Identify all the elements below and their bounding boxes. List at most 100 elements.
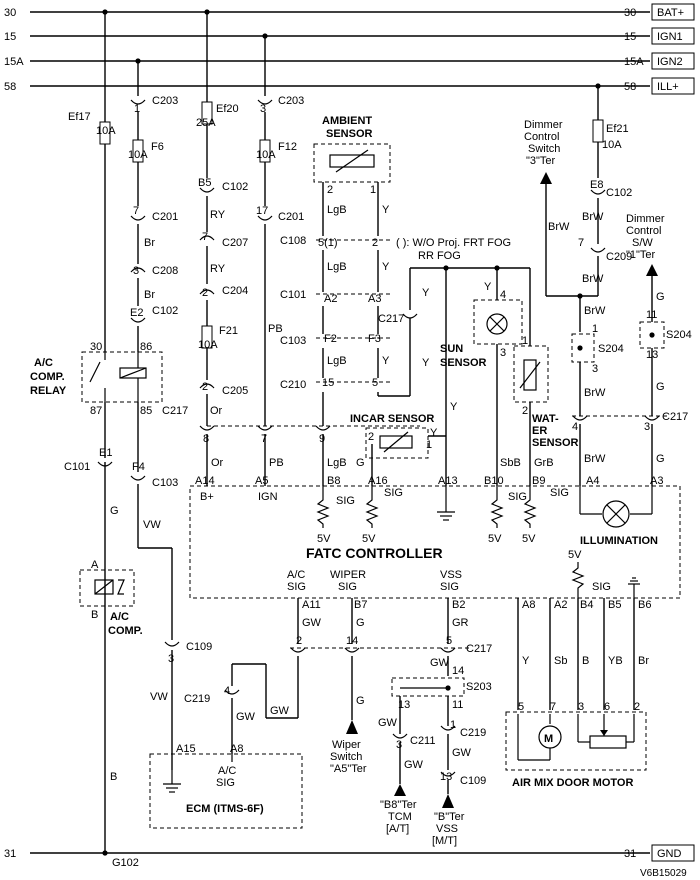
label-connectors-c209: C209 [606,251,632,263]
label-fatc_pins-ecm_ac1: A/C [218,765,236,777]
label-components-dim1_4: "1"Ter [626,249,656,261]
label-connectors-c204: C204 [222,285,248,297]
label-connectors-c219b: C219 [460,727,486,739]
label-fatc_pins-sig4: SIG [550,487,569,499]
label-pins-p13: 13 [398,699,410,711]
label-connectors-c102c: C102 [606,187,632,199]
label-connectors-g102: G102 [112,857,139,869]
label-pins-a16: A16 [368,475,388,487]
label-wire_colors-my: Y [522,655,530,667]
label-wire_colors-lgb4: LgB [327,457,347,469]
label-connectors-c103b: C103 [152,477,178,489]
label-connectors-c203a: C203 [152,95,178,107]
rail-15: 15 15 IGN1 [4,27,695,45]
label-components-ecm: ECM (ITMS-6F) [186,803,264,815]
circuit-ef20: Ef20 25A B5 C102 RY 7 C207 RY 2 C204 F21… [196,12,248,426]
ac-compressor: A B A/C COMP. [79,559,143,637]
label-fatc_pins-bplus: B+ [200,491,214,503]
label-fatc_pins-wiper2: SIG [338,581,357,593]
label-components-tcm2: TCM [388,811,412,823]
label-wire_colors-y_amb: Y [382,204,390,216]
splice-s203: 14 S203 13 11 GW 3 C211 GW "B8"Ter TCM [… [378,665,492,847]
label-pins-b7: B7 [354,599,367,611]
label-pins-p8: 8 [203,433,209,445]
svg-text:M: M [544,733,553,745]
label-wire_colors-or2: Or [211,457,224,469]
label-fatc_pins-vss2: SIG [440,581,459,593]
label-fuses-f21-name: F21 [219,325,238,337]
label-connectors-c217: C217 [162,405,188,417]
label-fuses-f21-amp: 10A [198,339,218,351]
label-pins-p15: 15 [322,377,334,389]
label-wire_colors-gr: GR [452,617,469,629]
label-wire_colors-vw2: VW [150,691,168,703]
label-components-code: V6B15029 [640,868,687,879]
label-fatc_pins-sig2: SIG [384,487,403,499]
label-pins-p1b: 1 [450,719,456,731]
label-fuses-f12-name: F12 [278,141,297,153]
label-rails-r31-tag: GND [657,848,682,860]
label-connectors-c103a: C103 [280,335,306,347]
label-components-fatc: FATC CONTROLLER [306,545,443,561]
label-rails-r31-left: 31 [4,848,16,860]
label-pins-p3: 3 [133,265,139,277]
ecm-itms-6f: A/C SIG ECM (ITMS-6F) [149,753,303,829]
connector-c217-upper: C217 8 7 9 Or PB LgB [162,405,420,486]
label-pins-a8b: A8 [230,743,243,755]
label-connectors-c109b: C109 [460,775,486,787]
label-connectors-c211: C211 [410,735,435,747]
label-wire_colors-gw1: GW [302,617,322,629]
label-pins-pb: B [91,609,98,621]
label-pins-f4: F4 [132,461,145,473]
label-rails-r58-left: 58 [4,81,16,93]
label-components-ambient2: SENSOR [326,128,373,140]
label-fatc_pins-v5c: 5V [488,533,502,545]
label-pins-b4: B4 [580,599,593,611]
label-components-sun1: SUN [440,343,463,355]
circuit-f12: 3 C203 10A F12 17 C201 PB [256,36,304,426]
label-pins-ins1: 1 [426,439,432,451]
label-connectors-c205: C205 [222,385,248,397]
label-wire_colors-mbr: Br [638,655,649,667]
label-connectors-c109a: C109 [186,641,212,653]
label-rails-r15-tag: IGN1 [657,31,683,43]
label-pins-c14: 14 [346,635,358,647]
label-pins-m7: 7 [550,701,556,713]
label-pins-b6: B6 [638,599,651,611]
label-wire_colors-yc217: Y [422,287,430,299]
label-components-wat1: WAT- [532,413,559,425]
label-pins-ins2: 2 [368,431,374,443]
label-pins-p7b: 7 [202,231,208,243]
label-wire_colors-yins: Y [430,427,438,439]
label-pins-wat1: 1 [522,335,528,347]
label-pins-amb2: 2 [327,184,333,196]
water-sensor: 1 2 WAT- ER SENSOR GrB [513,268,579,486]
label-wire_colors-or1: Or [210,405,223,417]
label-wire_colors-g4: G [656,453,665,465]
label-pins-e2: E2 [130,307,143,319]
label-pins-b9: B9 [532,475,545,487]
label-fuses-ef20-name: Ef20 [216,103,239,115]
sun-sensor: Y 4 3 SUN SENSOR SbB [440,265,523,486]
label-pins-a13: A13 [438,475,458,487]
label-pins-p86: 86 [140,341,152,353]
label-pins-c5: 5 [446,635,452,647]
label-rails-r15-right: 15 [624,31,636,43]
label-connectors-c101a: C101 [280,289,306,301]
label-components-wat3: SENSOR [532,437,579,449]
label-pins-m2: 2 [634,701,640,713]
label-components-relay2: COMP. [30,371,65,383]
label-connectors-c217d: C217 [466,643,492,655]
label-wire_colors-ysun: Y [484,281,492,293]
label-rails-r58-tag: ILL+ [657,81,679,93]
label-components-note: ( ): W/O Proj. FRT FOG [396,237,511,249]
label-pins-f2: F2 [324,333,337,345]
label-fatc_pins-v5d: 5V [522,533,536,545]
label-pins-b5b: B5 [608,599,621,611]
label-components-wiper1: Wiper [332,739,361,751]
label-components-incar: INCAR SENSOR [350,413,434,425]
label-wire_colors-grb: GrB [534,457,554,469]
label-components-dim1_2: Control [626,225,661,237]
label-connectors-c102a: C102 [152,305,178,317]
label-pins-c108l: 5(1) [318,237,338,249]
